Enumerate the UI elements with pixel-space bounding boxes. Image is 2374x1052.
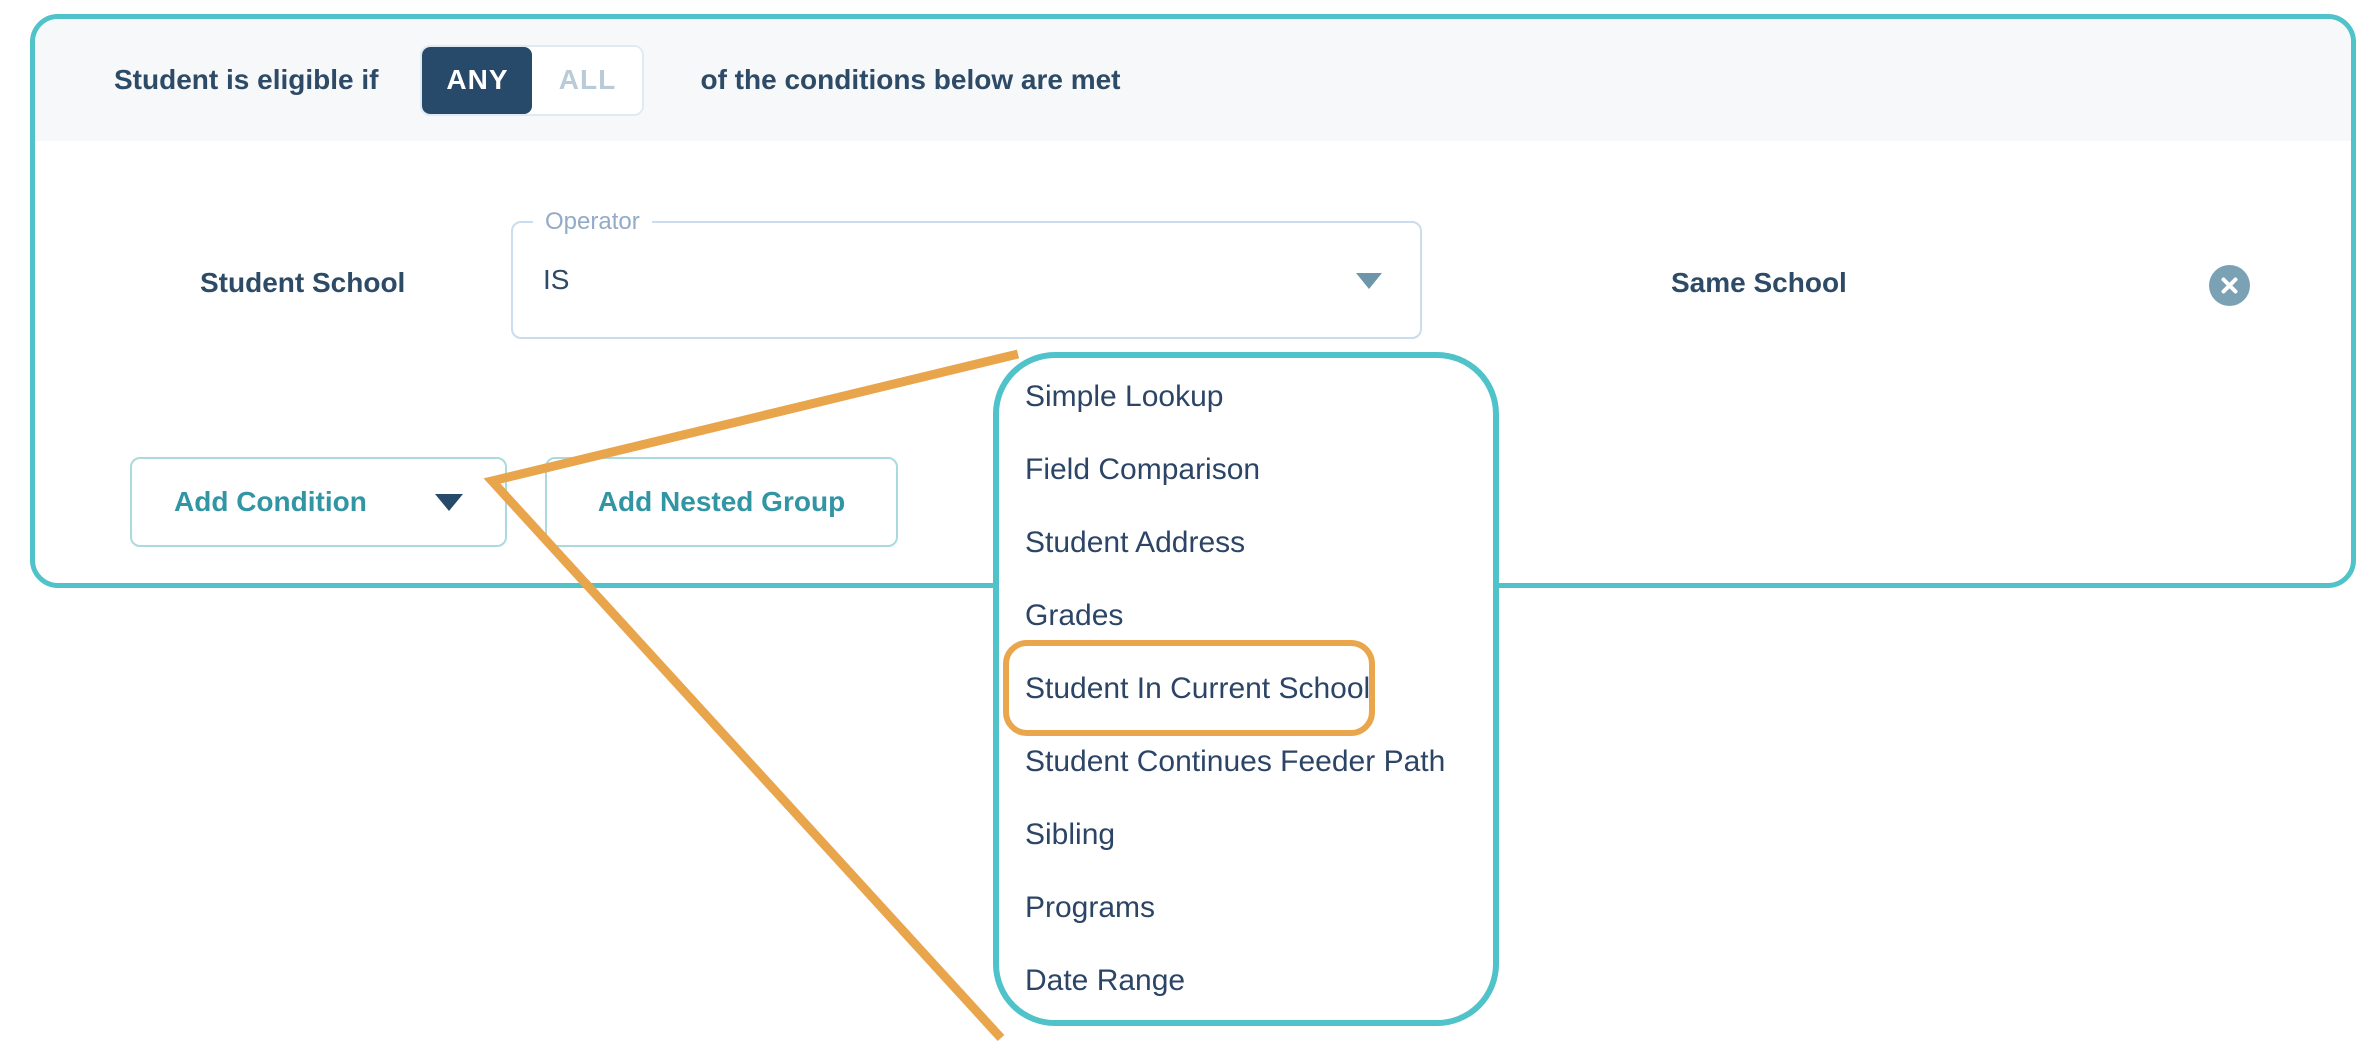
eligibility-prefix-text: Student is eligible if bbox=[114, 64, 379, 95]
menu-item[interactable]: Sibling bbox=[1025, 818, 1116, 851]
operator-select-label: Operator bbox=[533, 207, 652, 237]
add-condition-button[interactable]: Add Condition bbox=[130, 457, 507, 547]
eligibility-suffix-text: of the conditions below are met bbox=[700, 64, 1121, 95]
menu-item-highlighted[interactable]: Student In Current School bbox=[999, 640, 1493, 736]
menu-item[interactable]: Simple Lookup bbox=[1025, 380, 1224, 413]
operator-select-value: IS bbox=[543, 264, 570, 295]
close-icon bbox=[2220, 276, 2239, 295]
condition-group-card: Student is eligible if ANY ALL of the co… bbox=[30, 14, 2356, 588]
add-condition-label: Add Condition bbox=[174, 486, 367, 517]
condition-field-label: Student School bbox=[200, 267, 406, 298]
caret-down-icon bbox=[435, 493, 463, 511]
menu-item[interactable]: Programs bbox=[1025, 891, 1156, 924]
condition-value-label: Same School bbox=[1671, 267, 1847, 298]
add-nested-group-label: Add Nested Group bbox=[597, 486, 846, 517]
chevron-down-icon bbox=[1356, 273, 1382, 289]
menu-item[interactable]: Student Continues Feeder Path bbox=[1025, 745, 1446, 778]
menu-item[interactable]: Field Comparison bbox=[1025, 453, 1261, 486]
toggle-all-button[interactable]: ALL bbox=[532, 46, 643, 114]
menu-item[interactable]: Date Range bbox=[1025, 964, 1186, 997]
group-header: Student is eligible if ANY ALL of the co… bbox=[35, 19, 2351, 141]
operator-select[interactable]: Operator IS bbox=[511, 207, 1422, 339]
add-nested-group-button[interactable]: Add Nested Group bbox=[545, 457, 898, 547]
toggle-any-button[interactable]: ANY bbox=[422, 46, 533, 114]
remove-condition-button[interactable] bbox=[2209, 265, 2250, 306]
menu-item[interactable]: Student Address bbox=[1025, 526, 1246, 559]
any-all-toggle: ANY ALL bbox=[420, 44, 645, 116]
menu-item[interactable]: Grades bbox=[1025, 599, 1124, 632]
